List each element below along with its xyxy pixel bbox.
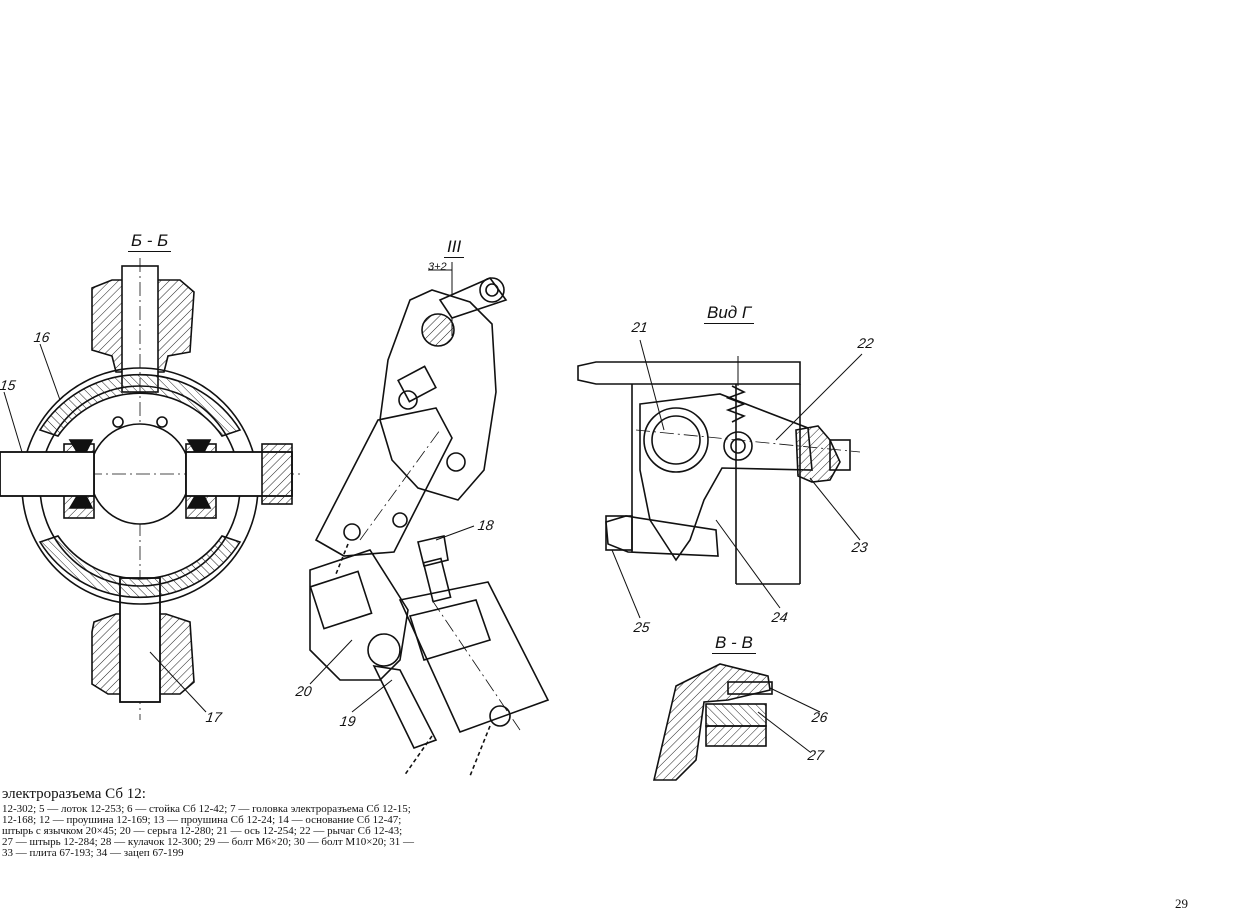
callout-20: 20 <box>294 683 313 699</box>
detail-iii-title: III <box>444 238 465 258</box>
callout-25: 25 <box>632 619 651 635</box>
section-vv-title: В - В <box>712 634 756 654</box>
caption-line: 27 — штырь 12-284; 28 — кулачок 12-300; … <box>2 836 414 848</box>
callout-15: 15 <box>0 377 17 393</box>
callout-23: 23 <box>850 539 869 555</box>
view-g-title: Вид Г <box>704 304 755 324</box>
callout-24: 24 <box>770 609 789 625</box>
section-bb-drawing <box>0 258 300 720</box>
callout-16: 16 <box>32 329 51 345</box>
section-vv-drawing <box>652 663 821 781</box>
callout-26: 26 <box>810 709 829 725</box>
caption-line: 12-302; 5 — лоток 12-253; 6 — стойка Сб … <box>2 803 411 815</box>
caption-line: 33 — плита 67-193; 34 — зацеп 67-199 <box>2 847 184 859</box>
callout-17: 17 <box>204 709 223 725</box>
dimension-label: 3+2 <box>428 261 447 273</box>
view-g-drawing <box>577 339 863 619</box>
caption-line: 12-168; 12 — проушина 12-169; 13 — проуш… <box>2 814 402 826</box>
callout-18: 18 <box>476 517 495 533</box>
caption-title: электроразъема Сб 12: <box>2 786 146 802</box>
figure-caption: электроразъема Сб 12: 12-302; 5 — лоток … <box>2 786 480 859</box>
callout-27: 27 <box>806 747 825 763</box>
callout-22: 22 <box>856 335 875 351</box>
caption-line: штырь с язычком 20×45; 20 — серьга 12-28… <box>2 825 403 837</box>
section-bb-title: Б - Б <box>128 232 172 252</box>
callout-21: 21 <box>630 319 649 335</box>
detail-iii-drawing <box>309 262 550 777</box>
page-number: 29 <box>1175 896 1188 911</box>
callout-19: 19 <box>338 713 357 729</box>
